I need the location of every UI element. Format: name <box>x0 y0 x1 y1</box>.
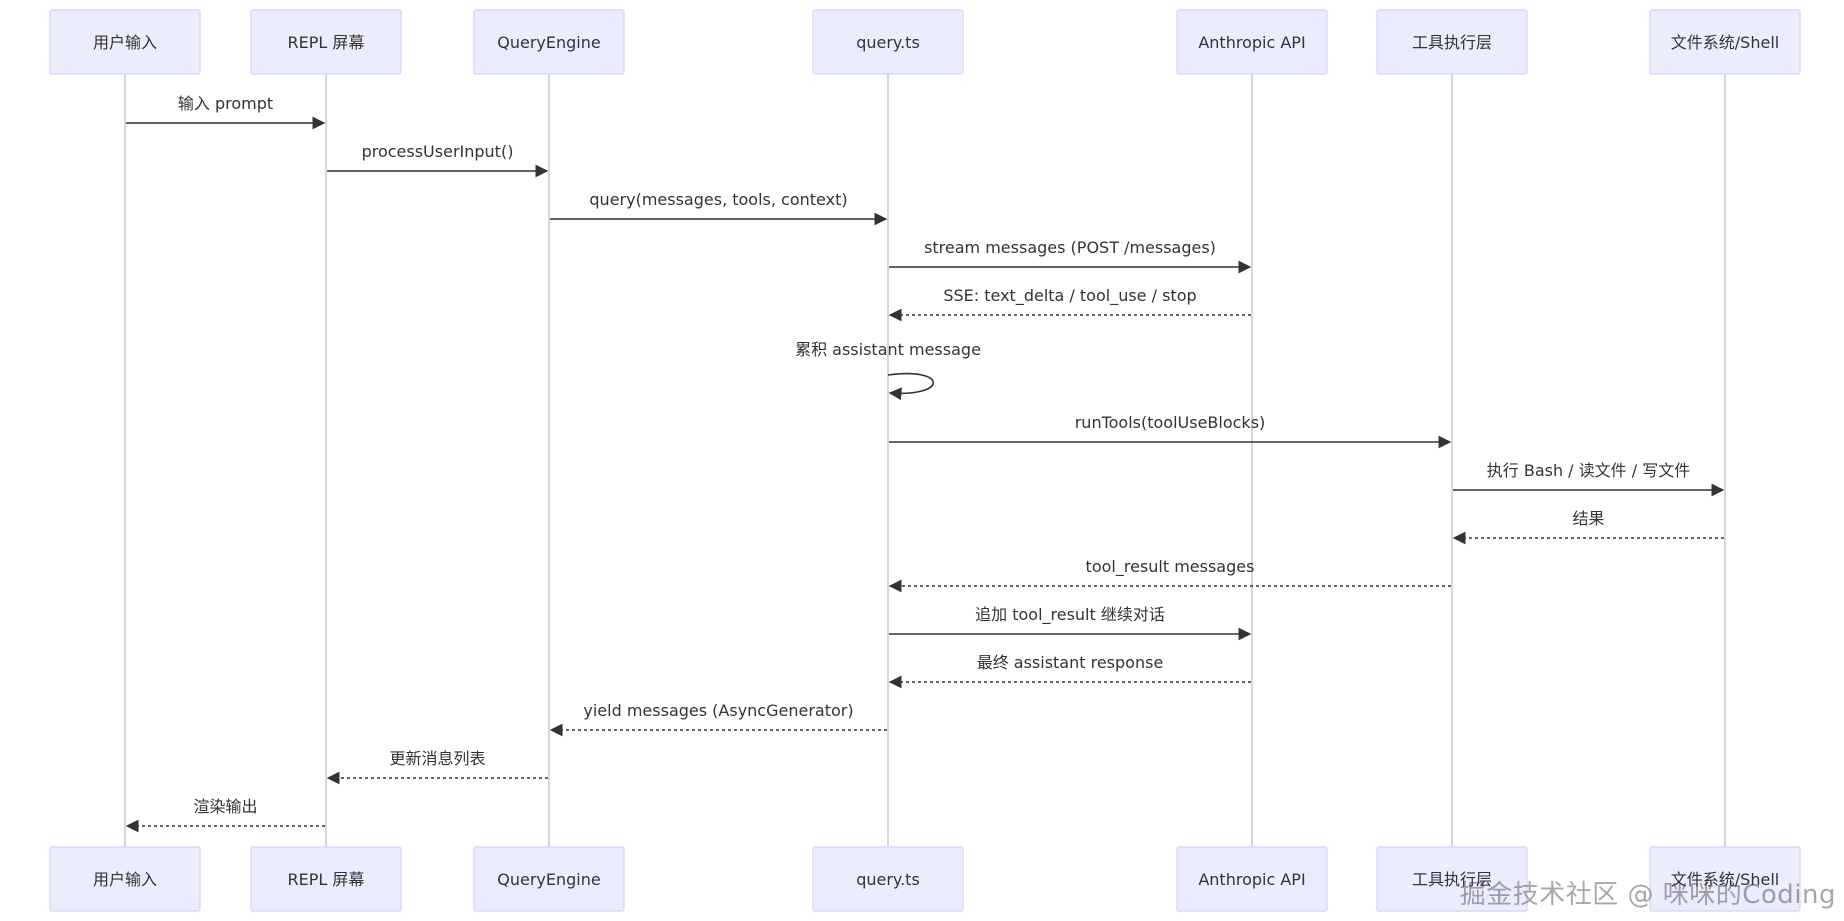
actor-tools-bottom: 工具执行层 <box>1376 846 1528 912</box>
message-label: 执行 Bash / 读文件 / 写文件 <box>1487 461 1690 480</box>
actor-engine-bottom: QueryEngine <box>473 846 625 912</box>
message-label: runTools(toolUseBlocks) <box>1075 413 1266 432</box>
actor-box <box>1376 846 1528 912</box>
actor-box <box>1649 846 1801 912</box>
actor-box <box>812 9 964 75</box>
message-10: tool_result messages <box>888 557 1451 593</box>
actor-api-top: Anthropic API <box>1176 9 1328 75</box>
actor-box <box>1176 9 1328 75</box>
message-label: SSE: text_delta / tool_use / stop <box>943 286 1196 306</box>
actor-label: REPL 屏幕 <box>288 33 365 52</box>
message-label: 最终 assistant response <box>977 653 1164 672</box>
message-label: processUserInput() <box>362 142 514 161</box>
actor-repl-top: REPL 屏幕 <box>250 9 402 75</box>
actor-box <box>473 846 625 912</box>
actor-box <box>250 846 402 912</box>
actor-fs-bottom: 文件系统/Shell <box>1649 846 1801 912</box>
actor-box <box>1649 9 1801 75</box>
actor-label: QueryEngine <box>497 33 600 52</box>
watermark-text: 掘金技术社区 @ 咪咪的Coding <box>1459 880 1836 910</box>
actors-top: 用户输入 REPL 屏幕 QueryEngine query.ts Anthropic … <box>49 9 1801 75</box>
actor-user-bottom: 用户输入 <box>49 846 201 912</box>
actor-label: 工具执行层 <box>1412 870 1492 889</box>
actor-repl-bottom: REPL 屏幕 <box>250 846 402 912</box>
message-label: tool_result messages <box>1086 557 1255 577</box>
message-label: 渲染输出 <box>193 797 257 816</box>
message-label: 结果 <box>1572 509 1604 528</box>
actor-label: 工具执行层 <box>1412 33 1492 52</box>
actor-query-top: query.ts <box>812 9 964 75</box>
message-9: 结果 <box>1452 509 1724 545</box>
actor-fs-top: 文件系统/Shell <box>1649 9 1801 75</box>
message-arrow <box>887 372 934 401</box>
message-11: 追加 tool_result 继续对话 <box>889 605 1252 641</box>
message-label: stream messages (POST /messages) <box>924 238 1216 257</box>
lifelines <box>124 74 1726 847</box>
message-label: 更新消息列表 <box>389 749 485 768</box>
message-14: 更新消息列表 <box>326 749 548 785</box>
actor-label: 用户输入 <box>93 33 157 52</box>
message-6: 累积 assistant message <box>795 340 981 401</box>
message-3: query(messages, tools, context) <box>550 190 888 226</box>
actor-box <box>473 9 625 75</box>
actor-tools-top: 工具执行层 <box>1376 9 1528 75</box>
actor-api-bottom: Anthropic API <box>1176 846 1328 912</box>
message-label: 追加 tool_result 继续对话 <box>975 605 1165 625</box>
message-12: 最终 assistant response <box>888 653 1251 689</box>
message-label: query(messages, tools, context) <box>589 190 847 209</box>
actor-box <box>49 9 201 75</box>
actor-label: query.ts <box>856 870 920 889</box>
actor-user-top: 用户输入 <box>49 9 201 75</box>
message-4: stream messages (POST /messages) <box>889 238 1252 274</box>
actor-label: QueryEngine <box>497 870 600 889</box>
actor-box <box>1176 846 1328 912</box>
actor-label: query.ts <box>856 33 920 52</box>
actor-label: 用户输入 <box>93 870 157 889</box>
actor-engine-top: QueryEngine <box>473 9 625 75</box>
message-label: yield messages (AsyncGenerator) <box>583 701 853 720</box>
message-15: 渲染输出 <box>125 797 325 833</box>
actor-query-bottom: query.ts <box>812 846 964 912</box>
message-label: 输入 prompt <box>178 94 273 113</box>
message-1: 输入 prompt <box>126 94 326 130</box>
message-7: runTools(toolUseBlocks) <box>889 413 1452 449</box>
actor-box <box>250 9 402 75</box>
actor-label: REPL 屏幕 <box>288 870 365 889</box>
actor-box <box>1376 9 1528 75</box>
actors-bottom: 用户输入 REPL 屏幕 QueryEngine query.ts Anthropic … <box>49 846 1801 912</box>
actor-label: 文件系统/Shell <box>1671 870 1779 889</box>
actor-box <box>49 846 201 912</box>
messages: 输入 prompt processUserInput() query(message… <box>125 94 1725 833</box>
actor-label: 文件系统/Shell <box>1671 33 1779 52</box>
actor-label: Anthropic API <box>1198 33 1305 52</box>
message-5: SSE: text_delta / tool_use / stop <box>888 286 1251 322</box>
message-8: 执行 Bash / 读文件 / 写文件 <box>1453 461 1725 497</box>
message-label: 累积 assistant message <box>795 340 981 359</box>
actor-box <box>812 846 964 912</box>
message-2: processUserInput() <box>327 142 549 178</box>
actor-label: Anthropic API <box>1198 870 1305 889</box>
message-13: yield messages (AsyncGenerator) <box>549 701 887 737</box>
